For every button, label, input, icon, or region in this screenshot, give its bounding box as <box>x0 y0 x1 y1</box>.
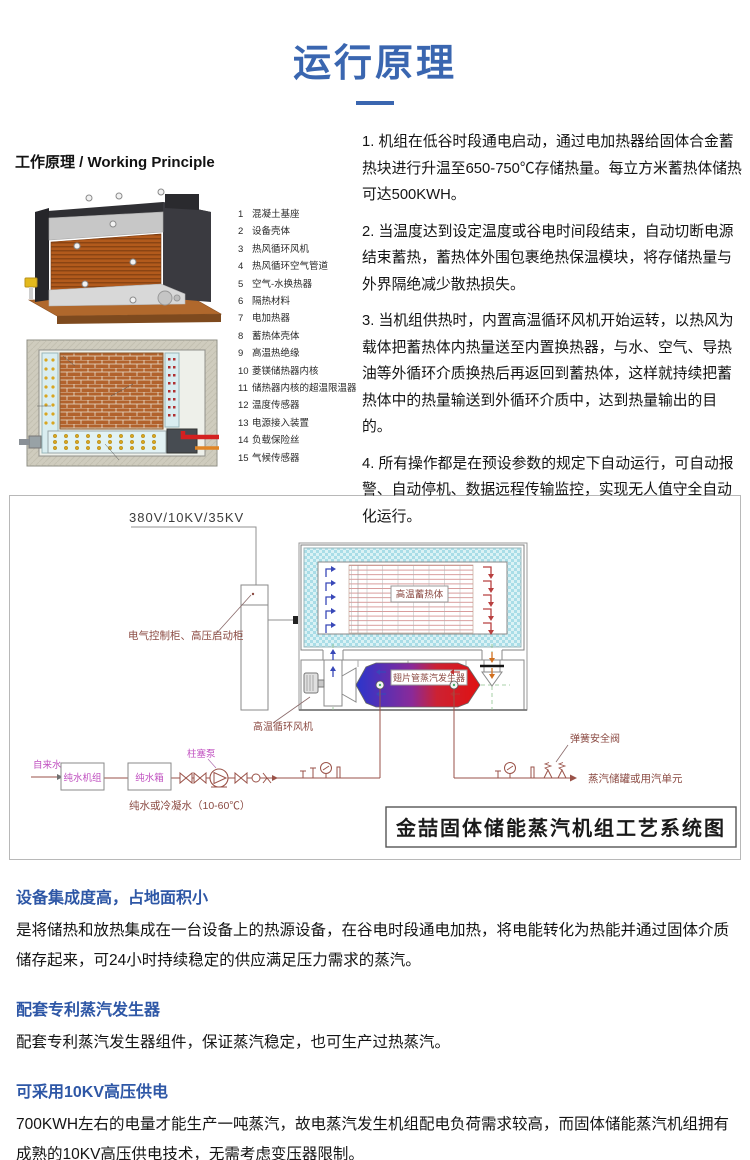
feature-body: 700KWH左右的电量才能生产一吨蒸汽，故电蒸汽发生机组配电负荷需求较高，而固体… <box>16 1116 730 1160</box>
generator-label: 翅片管蒸汽发生器 <box>393 672 465 683</box>
fan-label: 高温循环风机 <box>253 720 313 733</box>
principle-paragraph: 1. 机组在低谷时段通电启动，通过电加热器给固体合金蓄热块进行升温至650-75… <box>362 134 742 203</box>
right-air-channel <box>164 352 180 428</box>
water-purifier-box <box>60 762 105 791</box>
feature-body: 是将储热和放热集成在一台设备上的热源设备，在谷电时段通电加热，将电能转化为热能并… <box>16 922 730 969</box>
principle-text-column: 1. 机组在低谷时段通电启动，通过电加热器给固体合金蓄热块进行升温至650-75… <box>349 129 742 525</box>
cabinet-label: 电气控制柜、高压启动柜 <box>128 629 244 642</box>
cold-flow-arrows <box>325 566 336 633</box>
process-diagram-panel: 380V/10KV/35KV 电气控制柜、高压启动柜 高温 <box>9 495 741 860</box>
working-principle-heading: 工作原理 / Working Principle <box>15 154 215 171</box>
power-supply-label: 380V/10KV/35KV <box>129 510 244 525</box>
steam-generator: 翅片管蒸汽发生器 <box>341 652 504 708</box>
unit-cross-section <box>19 339 219 467</box>
feature-heading: 配套专利蒸汽发生器 <box>16 1002 161 1019</box>
title-underline <box>356 101 394 105</box>
tap-water-label: 自来水 <box>33 759 62 771</box>
working-principle-column: 工作原理 / Working Principle <box>15 129 357 483</box>
diagram-title-box <box>385 806 737 848</box>
feature-heading: 可采用10KV高压供电 <box>16 1084 169 1101</box>
hot-water-pipe <box>180 431 219 440</box>
unit-images <box>15 186 228 476</box>
control-cabinet <box>214 584 269 711</box>
pump-label: 柱塞泵 <box>187 748 216 760</box>
purifier-label: 纯水机组 <box>63 772 102 784</box>
steam-output-label: 蒸汽储罐或用汽单元 <box>588 772 683 785</box>
storage-brick-core <box>59 352 164 430</box>
hot-flow-arrows <box>483 566 494 635</box>
diagram-title: 金喆固体储能蒸汽机组工艺系统图 <box>395 816 726 840</box>
callout-markers <box>73 188 165 304</box>
heater-connection <box>293 616 298 624</box>
unit-3d-render <box>24 188 223 324</box>
feed-water-label: 纯水或冷凝水（10-60℃） <box>129 799 250 812</box>
page-title: 运行原理 <box>292 43 457 85</box>
feature-body: 配套专利蒸汽发生器组件，保证蒸汽稳定，也可生产过热蒸汽。 <box>16 1034 451 1051</box>
process-diagram: 380V/10KV/35KV 电气控制柜、高压启动柜 高温 <box>31 510 737 848</box>
safety-valve-label: 弹簧安全阀 <box>570 732 620 745</box>
feed-instruments <box>300 762 341 779</box>
steam-line <box>454 762 577 782</box>
water-tank-box <box>127 762 172 791</box>
main-section: 工作原理 / Working Principle <box>0 129 750 525</box>
feature-heading: 设备集成度高，占地面积小 <box>16 890 209 907</box>
valves-and-pump <box>179 768 278 788</box>
water-tank-label: 纯水箱 <box>135 772 164 784</box>
spring-safety-valve <box>543 762 567 779</box>
principle-paragraph: 3. 当机组供热时，内置高温循环风机开始运转，以热风为载体把蓄热体内热量送至内置… <box>362 313 734 435</box>
principle-paragraph: 2. 当温度达到设定温度或谷电时间段结束，自动切断电源结束蓄热，蓄热体外围包裹绝… <box>362 223 734 293</box>
storage-core-label: 高温蓄热体 <box>396 589 444 601</box>
yellow-valve <box>24 277 38 288</box>
features-section: 设备集成度高，占地面积小 是将储热和放热集成在一台设备上的热源设备，在谷电时段通… <box>0 860 750 1160</box>
